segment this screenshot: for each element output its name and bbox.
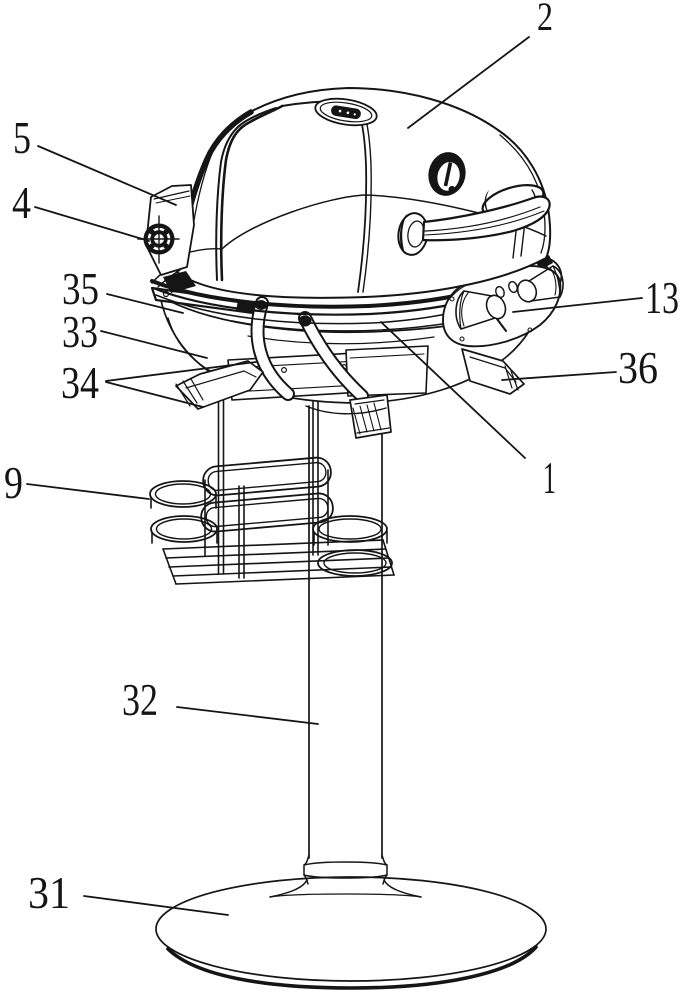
- svg-text:1: 1: [543, 453, 556, 503]
- svg-text:4: 4: [12, 178, 31, 228]
- svg-text:9: 9: [4, 458, 23, 508]
- svg-text:34: 34: [61, 358, 99, 408]
- svg-text:31: 31: [28, 868, 70, 918]
- svg-text:32: 32: [122, 675, 158, 725]
- svg-text:36: 36: [618, 343, 658, 393]
- svg-text:5: 5: [13, 113, 31, 163]
- svg-text:33: 33: [62, 307, 98, 357]
- svg-text:2: 2: [537, 0, 553, 39]
- svg-text:35: 35: [62, 264, 99, 314]
- svg-text:13: 13: [645, 273, 679, 323]
